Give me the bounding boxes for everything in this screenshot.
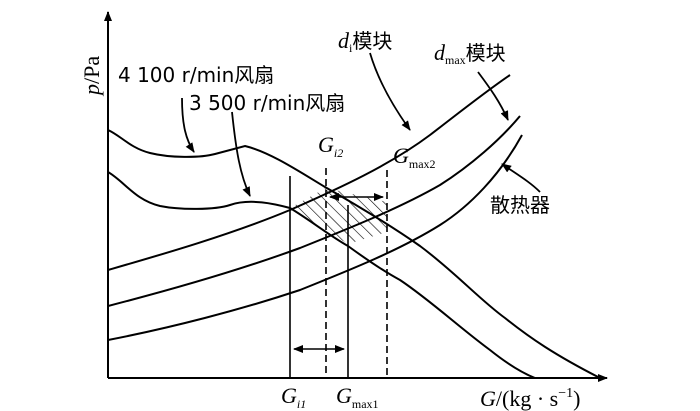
gi1-label-var: G (281, 383, 297, 408)
gmax2-label-sub: max2 (409, 157, 436, 171)
y-axis-label-unit: /Pa (79, 56, 104, 84)
gi1-label-sub: i1 (297, 397, 306, 411)
fan-3500-leader (231, 111, 251, 197)
x-axis-label: G/(kg · s−1) (480, 386, 580, 411)
dmax-module-curve (108, 115, 521, 307)
gi2-label-sub: i2 (334, 146, 343, 160)
axes (104, 11, 608, 382)
x-axis-label-var: G (480, 386, 496, 411)
di-module-label-sub: i (349, 41, 353, 55)
x-axis-label-close: ) (573, 386, 580, 411)
di-module-label: di模块 (338, 28, 392, 55)
gi2-label: Gi2 (318, 132, 343, 160)
di-module-label-var: d (338, 28, 350, 53)
plot-area (108, 74, 601, 378)
gmax1-label: Gmax1 (336, 383, 379, 411)
x-axis-label-exponent: −1 (558, 386, 573, 401)
radiator-curve (108, 134, 523, 341)
dmax-module-leader (477, 71, 509, 121)
di-module-label-text: 模块 (352, 29, 392, 53)
di-module-curve (108, 74, 511, 271)
gmax2-label-var: G (393, 143, 409, 168)
fan-4100-leader (181, 97, 195, 153)
dmax-module-label-sub: max (445, 53, 466, 67)
fan-4100-label: 4 100 r/min风扇 (118, 63, 274, 87)
fan-3500-curve (108, 171, 536, 378)
gi2-label-var: G (318, 132, 334, 157)
gmax1-label-var: G (336, 383, 352, 408)
leaders (181, 52, 541, 197)
gmax2-label: Gmax2 (393, 143, 436, 171)
dmax-module-label: dmax模块 (434, 40, 506, 67)
dmax-module-label-text: 模块 (466, 41, 506, 65)
x-axis-label-unit: /(kg · s (496, 386, 558, 411)
gmax1-label-sub: max1 (352, 397, 379, 411)
radiator-leader (501, 163, 541, 193)
dmax-module-label-var: d (434, 40, 446, 65)
y-axis-label-var: p (79, 84, 104, 97)
fan-3500-label: 3 500 r/min风扇 (189, 91, 345, 115)
gi1-label: Gi1 (281, 383, 306, 411)
fan-4100-curve (108, 129, 601, 378)
y-axis-label: p/Pa (79, 56, 104, 97)
di-module-leader (369, 52, 411, 131)
hatched-region (290, 188, 387, 244)
radiator-label: 散热器 (490, 193, 550, 217)
